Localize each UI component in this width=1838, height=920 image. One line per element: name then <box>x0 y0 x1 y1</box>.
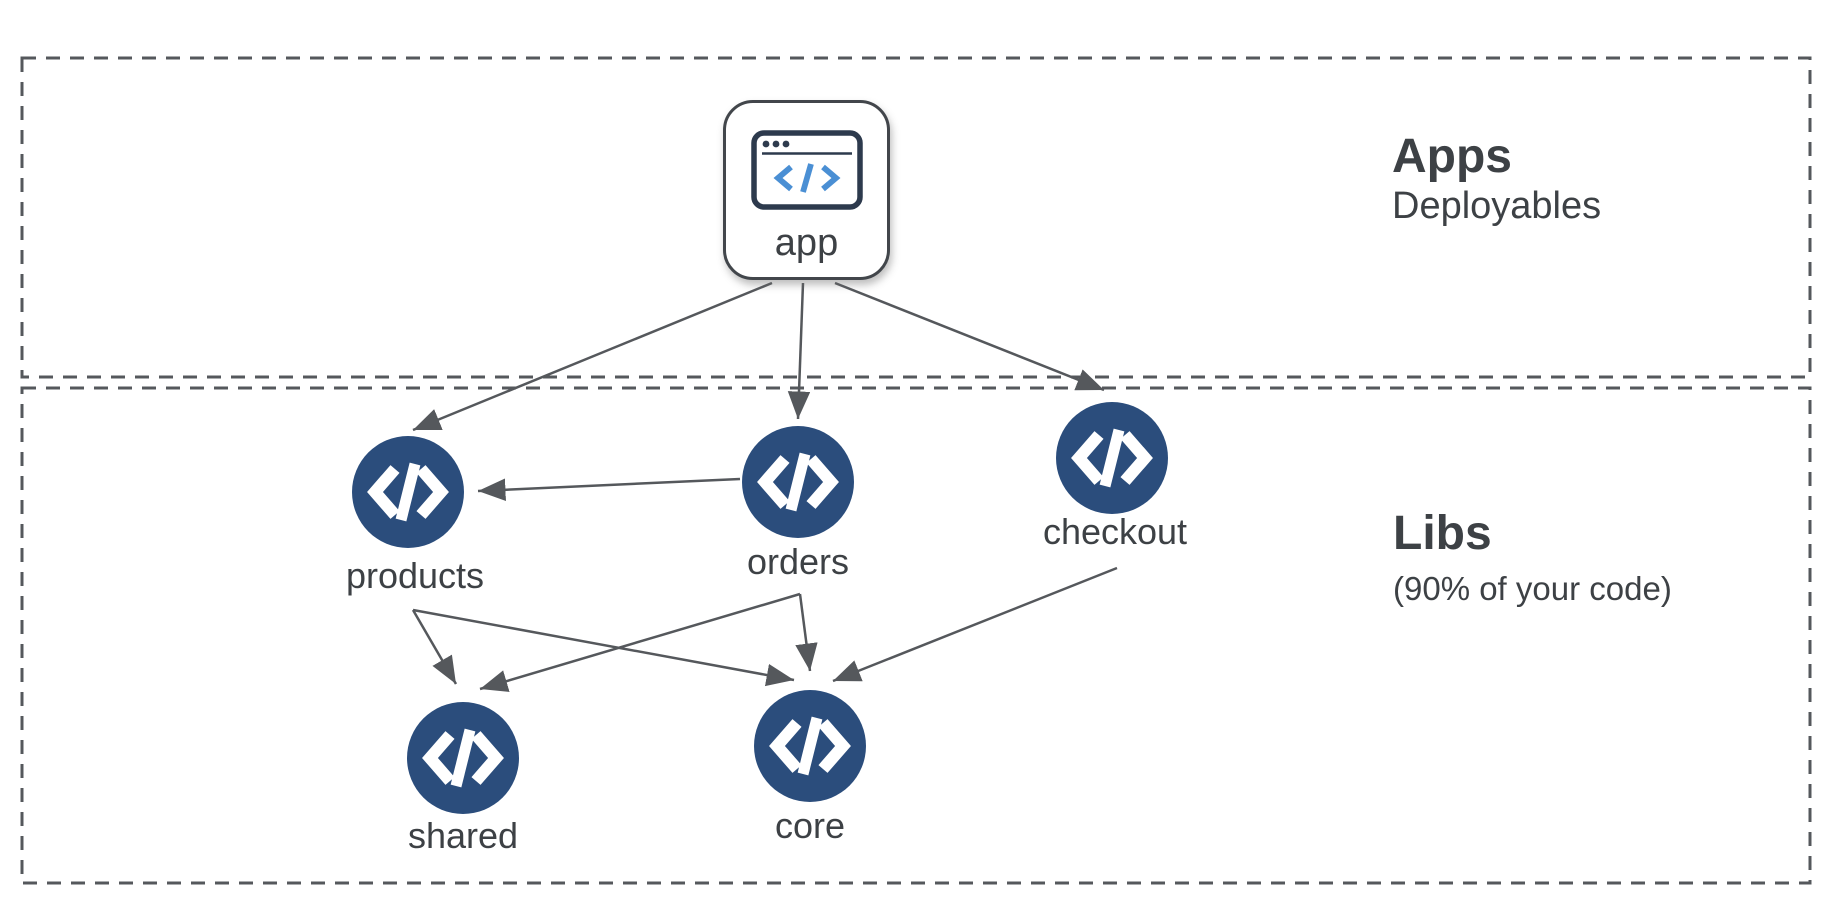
libs-section-label: Libs (90% of your code) <box>1393 507 1672 607</box>
node-products <box>352 436 464 548</box>
code-icon <box>769 716 851 776</box>
code-icon <box>367 462 449 522</box>
code-icon <box>757 452 839 512</box>
code-icon <box>422 728 504 788</box>
libs-section-box <box>20 386 1812 885</box>
apps-subtitle: Deployables <box>1392 185 1602 227</box>
edge-app-orders <box>787 282 811 420</box>
node-app: app <box>723 100 890 280</box>
node-shared <box>407 702 519 814</box>
node-label-products: products <box>345 555 485 596</box>
node-label-orders: orders <box>746 541 850 582</box>
edge-checkout-core <box>832 566 1118 683</box>
node-core <box>754 690 866 802</box>
edge-orders-core <box>795 593 818 672</box>
node-orders <box>742 426 854 538</box>
node-label-app: app <box>774 222 839 264</box>
edge-app-checkout <box>834 281 1105 392</box>
node-label-core: core <box>774 805 846 846</box>
apps-title: Apps <box>1392 130 1512 183</box>
browser-window-icon <box>750 130 863 210</box>
edge-orders-products <box>477 477 741 501</box>
node-label-shared: shared <box>407 815 519 856</box>
edge-products-core <box>412 608 795 687</box>
code-icon <box>1071 428 1153 488</box>
edge-products-shared <box>411 609 458 685</box>
libs-title: Libs <box>1393 507 1492 560</box>
apps-section-label: Apps Deployables <box>1392 130 1602 227</box>
apps-section-box <box>20 56 1812 379</box>
edge-app-products <box>412 281 773 432</box>
node-label-checkout: checkout <box>1042 511 1188 552</box>
libs-subtitle: (90% of your code) <box>1393 570 1672 607</box>
node-checkout <box>1056 402 1168 514</box>
edge-orders-shared <box>479 592 801 692</box>
